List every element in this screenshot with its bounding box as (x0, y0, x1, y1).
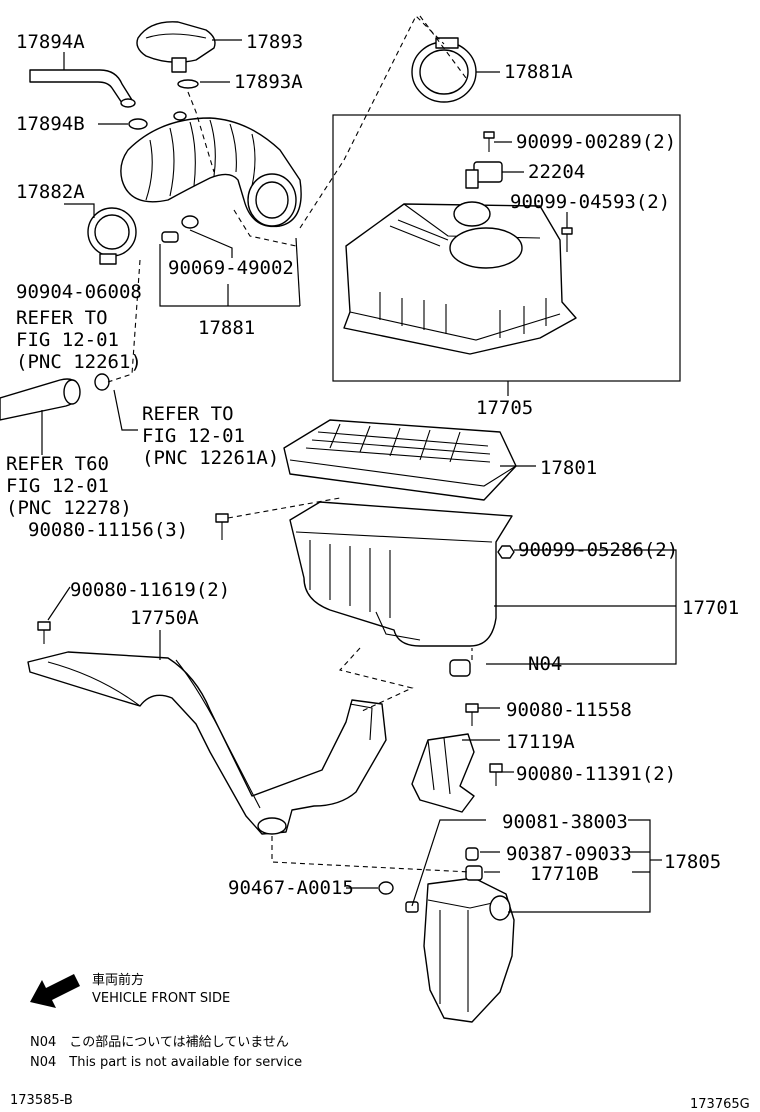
label-17881A: 17881A (504, 61, 573, 83)
hose-17894A[interactable] (29, 69, 136, 108)
resonator-17805[interactable] (423, 877, 515, 1023)
label-17805: 17805 (664, 851, 721, 873)
note-en: N04 This part is not available for servi… (30, 1055, 302, 1070)
bracket-17119A[interactable] (411, 733, 475, 813)
refer-pipe-12261 (0, 373, 110, 421)
label-90080-11619: 90080-11619(2) (70, 579, 230, 601)
label-17893: 17893 (246, 31, 303, 53)
refer3-line3: (PNC 12278) (6, 497, 132, 519)
label-17705: 17705 (476, 397, 533, 419)
label-17894A: 17894A (16, 31, 85, 53)
screw-90080-11391[interactable] (489, 763, 503, 786)
screw-90099-00289[interactable] (483, 131, 495, 152)
label-90467-A0015: 90467-A0015 (228, 877, 354, 899)
label-17893A: 17893A (234, 71, 303, 93)
refer3-line1: REFER T60 (6, 453, 109, 475)
label-90081-38003: 90081-38003 (502, 811, 628, 833)
label-90099-04593: 90099-04593(2) (510, 191, 670, 213)
footer-right: 173765G (690, 1097, 750, 1112)
clip-17894B[interactable] (128, 118, 148, 130)
refer1-line1: REFER TO (16, 307, 108, 329)
label-90099-00289: 90099-00289(2) (516, 131, 676, 153)
label-90387-09033: 90387-09033 (506, 843, 632, 865)
resonator-17893[interactable] (136, 21, 216, 73)
label-17894B: 17894B (16, 113, 85, 135)
label-17881: 17881 (198, 317, 255, 339)
clip-90467-A0015[interactable] (378, 881, 394, 895)
refer2-line1: REFER TO (142, 403, 234, 425)
refer3-line2: FIG 12-01 (6, 475, 109, 497)
sensor-22204[interactable] (453, 161, 503, 227)
air-cleaner-cap-17705[interactable] (343, 203, 577, 355)
screw-90080-11619[interactable] (37, 621, 51, 644)
label-90080-11391: 90080-11391(2) (516, 763, 676, 785)
screw-90080-11156[interactable] (215, 513, 229, 540)
label-22204: 22204 (528, 161, 585, 183)
clamp-90069-49002[interactable] (181, 215, 199, 229)
clip-90081-38003[interactable] (405, 901, 419, 913)
clamp-17881A[interactable] (411, 37, 477, 103)
refer2-line2: FIG 12-01 (142, 425, 245, 447)
label-90904-06008: 90904-06008 (16, 281, 142, 303)
assembly-dashed-lines (107, 15, 473, 873)
label-17750A: 17750A (130, 607, 199, 629)
refer1-line3: (PNC 12261) (16, 351, 142, 373)
leader-lines (41, 39, 677, 913)
screw-90080-11558[interactable] (465, 703, 479, 726)
label-17882A: 17882A (16, 181, 85, 203)
group-box-17705 (332, 114, 681, 382)
label-90099-05286: 90099-05286(2) (518, 539, 678, 561)
label-17710B: 17710B (530, 863, 599, 885)
bushing-90387-09033[interactable] (465, 847, 479, 861)
footer-left: 173585-B (10, 1093, 73, 1108)
inlet-duct-17750A[interactable] (27, 651, 387, 835)
label-N04: N04 (528, 653, 562, 675)
screw-90099-04593[interactable] (561, 227, 573, 252)
grommet-N04[interactable] (449, 659, 471, 677)
clamp-17882A[interactable] (87, 207, 137, 265)
refer1-line2: FIG 12-01 (16, 329, 119, 351)
nut-90099-05286[interactable] (497, 545, 515, 559)
intake-hose-17881[interactable] (120, 111, 302, 228)
direction-jp: 車両前方 (92, 972, 144, 988)
grommet-17710B[interactable] (465, 865, 483, 881)
direction-en: VEHICLE FRONT SIDE (92, 991, 230, 1006)
air-filter-element-17801[interactable] (283, 419, 517, 501)
label-17701: 17701 (682, 597, 739, 619)
air-cleaner-case-17701[interactable] (289, 501, 513, 647)
vehicle-front-arrow-icon (30, 974, 80, 1008)
label-90069-49002: 90069-49002 (168, 257, 294, 279)
refer2-line3: (PNC 12261A) (142, 447, 279, 469)
label-17801: 17801 (540, 457, 597, 479)
label-90080-11558: 90080-11558 (506, 699, 632, 721)
note-jp: N04 この部品については補給していません (30, 1035, 289, 1050)
fitting-90904-06008[interactable] (161, 231, 179, 243)
label-90080-11156: 90080-11156(3) (28, 519, 188, 541)
label-17119A: 17119A (506, 731, 575, 753)
clamp-17893A[interactable] (177, 79, 199, 89)
